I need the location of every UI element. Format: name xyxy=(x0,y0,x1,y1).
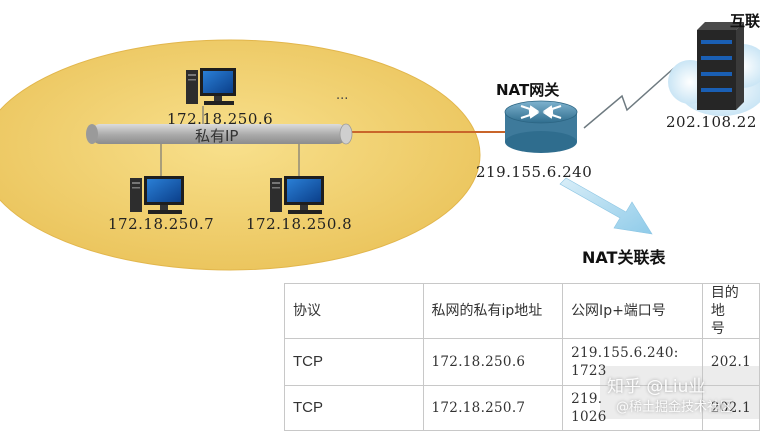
computer-icon xyxy=(130,176,184,214)
nat-gateway-ip: 219.155.6.240 xyxy=(476,163,593,181)
table-header-cell: 私网的私有ip地址 xyxy=(422,283,564,339)
nat-table-arrow xyxy=(559,177,653,235)
host-ip-label: 172.18.250.6 xyxy=(167,110,274,128)
wireless-link-icon xyxy=(583,67,675,129)
private-ip-label: 私有IP xyxy=(195,127,239,145)
table-cell: 172.18.250.7 xyxy=(422,385,564,431)
server-icon xyxy=(697,22,744,110)
watermark-subtext: @稀土掘金技术社区 xyxy=(616,400,734,415)
table-cell: 219. 1026 xyxy=(562,385,703,431)
table-header-row: 协议 私网的私有ip地址 公网Ip+端口号 目的地 号 xyxy=(284,283,760,339)
internet-server-ip: 202.108.22 xyxy=(666,113,757,131)
network-diagram: 172.18.250.6 172.18.250.7 172.18.250.8 .… xyxy=(0,12,760,431)
private-network-area xyxy=(0,39,481,271)
nat-gateway-title: NAT网关 xyxy=(496,81,560,99)
table-row: TCP 172.18.250.6 219.155.6.240: 1723 202… xyxy=(284,338,760,386)
more-hosts-ellipsis: ... xyxy=(336,88,349,103)
table-cell: 202.1 xyxy=(701,338,760,386)
nat-table-title: NAT关联表 xyxy=(582,248,666,267)
table-header-cell: 目的地 号 xyxy=(701,283,760,339)
router-icon xyxy=(504,100,578,153)
host-ip-label: 172.18.250.7 xyxy=(108,215,215,233)
table-header-cell: 公网Ip+端口号 xyxy=(562,283,703,339)
table-header-cell: 协议 xyxy=(284,283,424,339)
table-cell: TCP xyxy=(284,338,424,386)
table-cell: 219.155.6.240: 1723 xyxy=(562,338,703,386)
computer-icon xyxy=(186,68,236,105)
table-cell: 172.18.250.6 xyxy=(422,338,564,386)
table-cell: TCP xyxy=(284,385,424,431)
host-ip-label: 172.18.250.8 xyxy=(246,215,353,233)
computer-icon xyxy=(270,176,324,214)
private-ip-bus xyxy=(86,123,353,145)
watermark-text: 知乎 @Liu业 xyxy=(607,377,706,397)
internet-title: 互联 xyxy=(730,12,760,30)
